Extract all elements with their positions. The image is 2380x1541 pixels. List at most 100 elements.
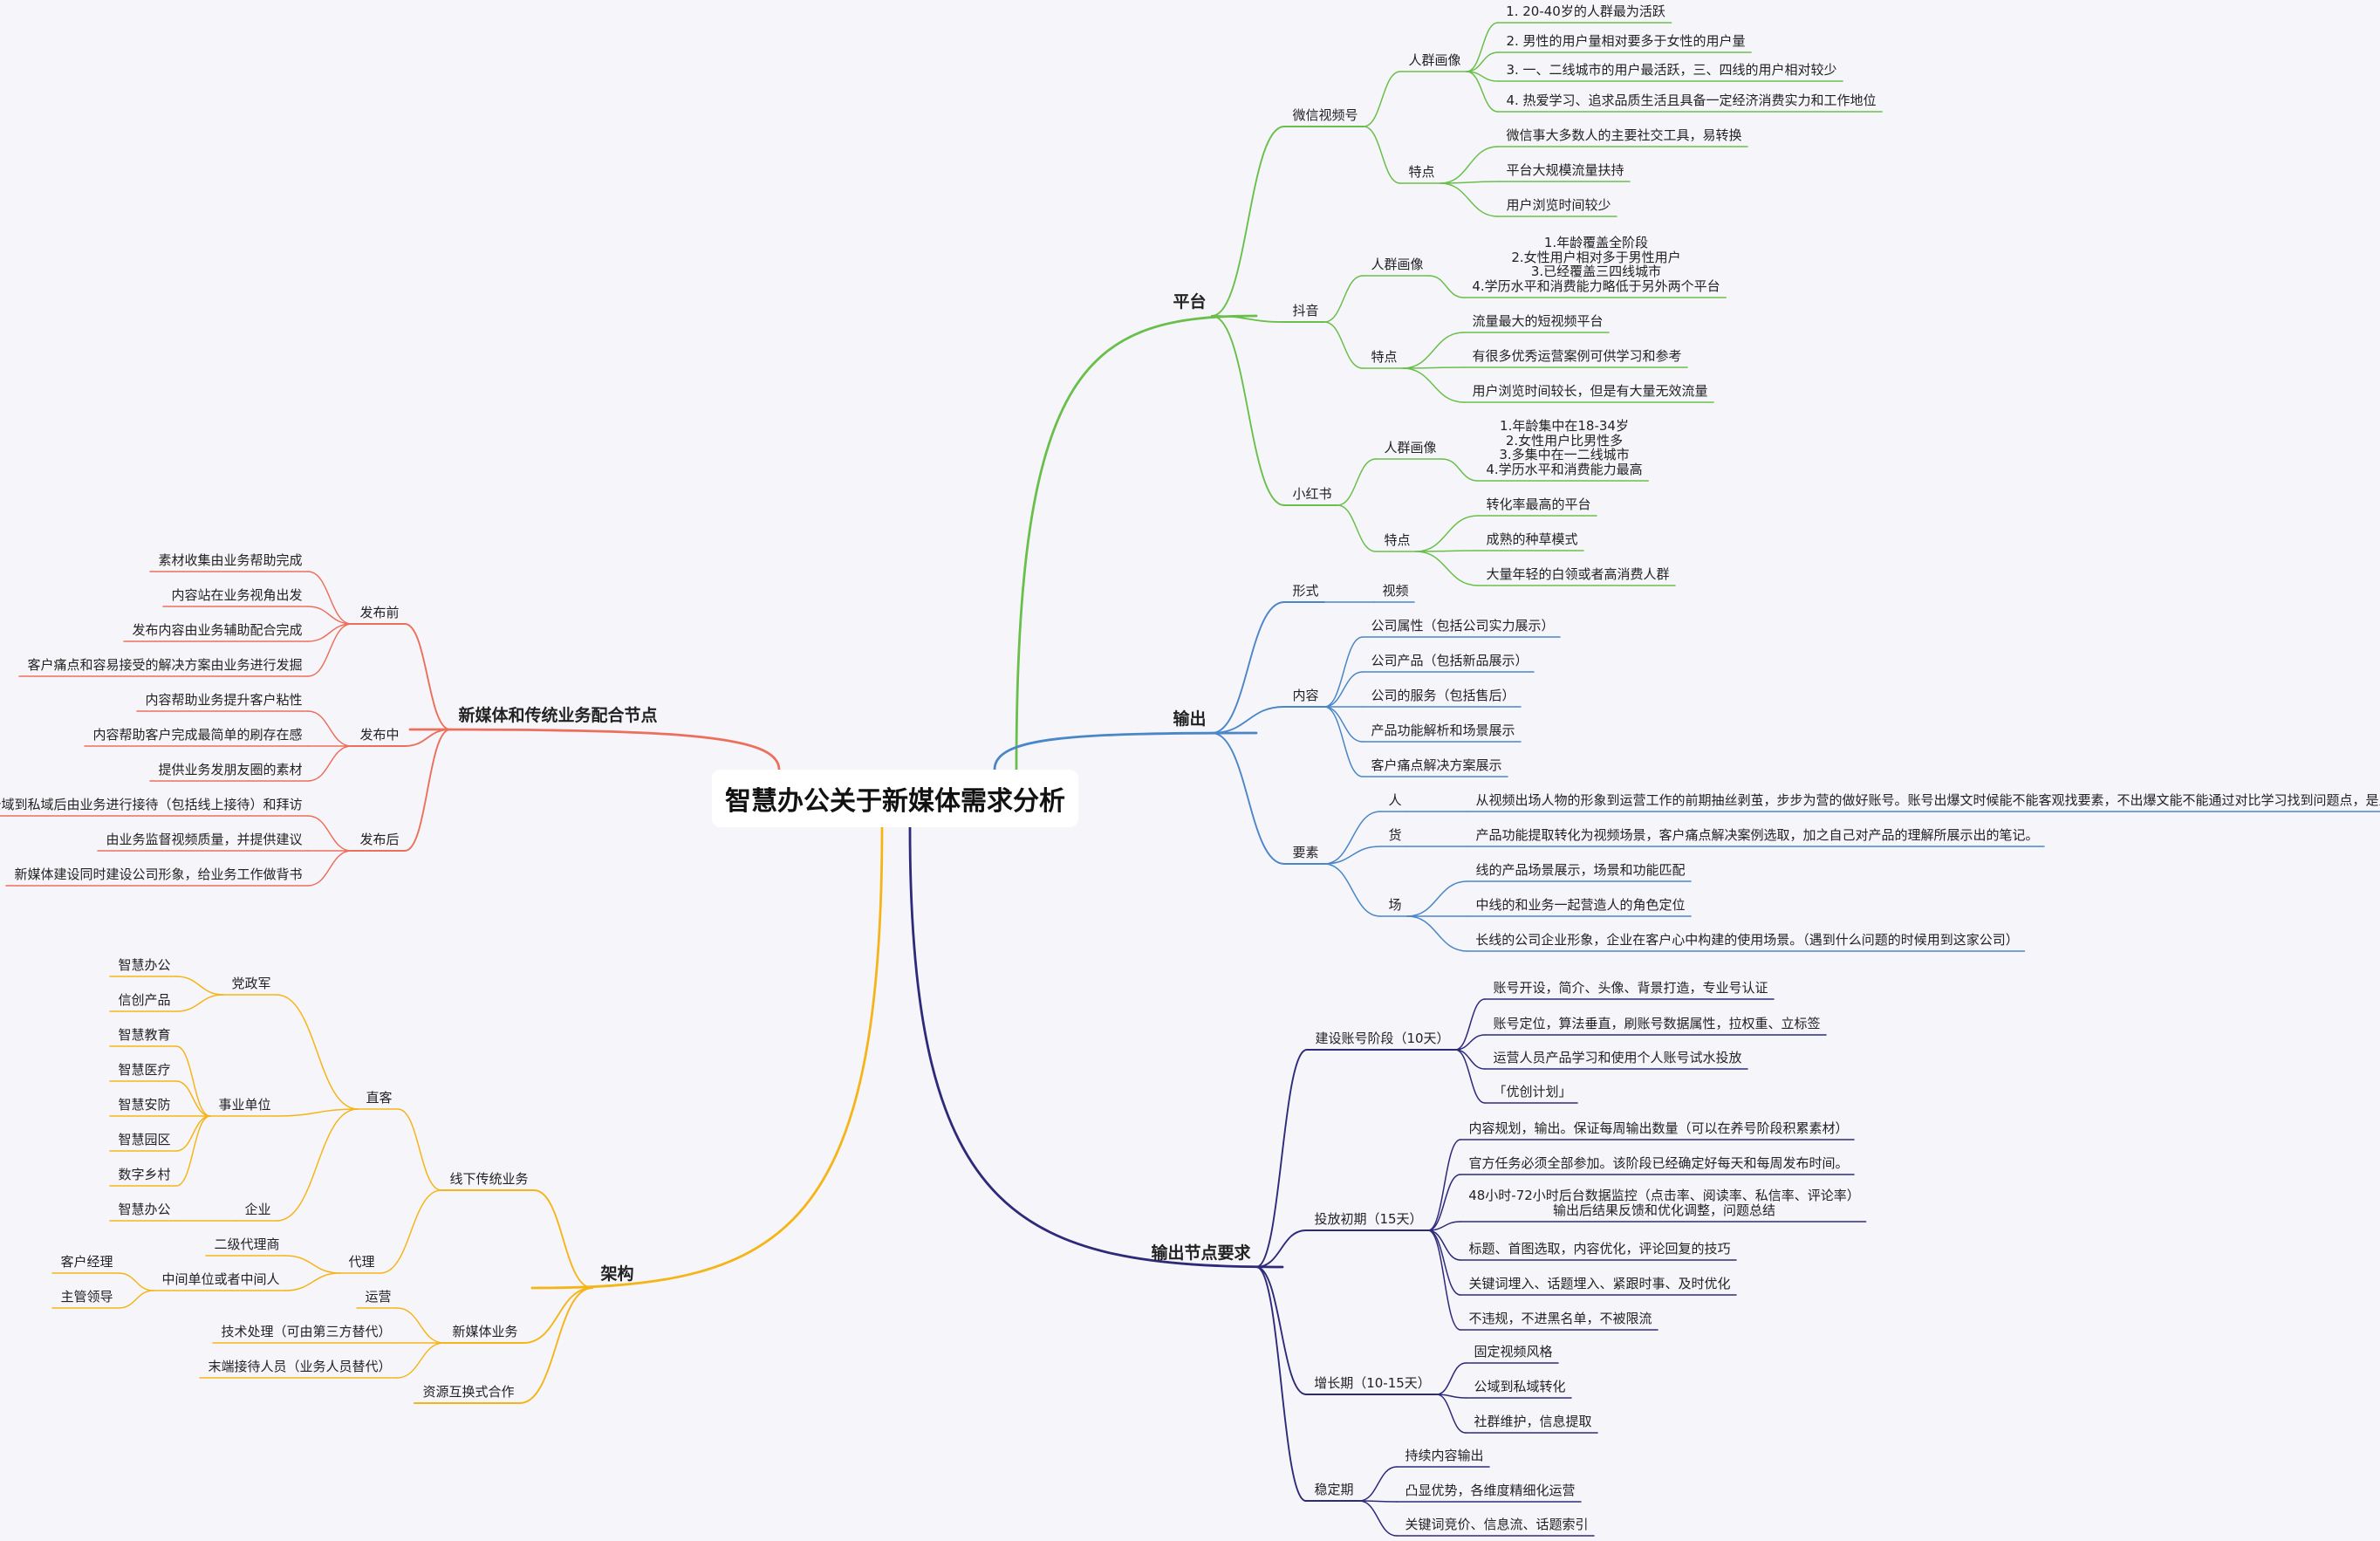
- mindmap-node[interactable]: 智慧办公: [118, 1201, 171, 1217]
- mindmap-node[interactable]: 转化率最高的平台: [1486, 496, 1591, 512]
- mindmap-node[interactable]: 账号开设，简介、头像、背景打造，专业号认证: [1493, 979, 1768, 996]
- mindmap-node[interactable]: 末端接待人员（业务人员替代）: [208, 1358, 392, 1374]
- mindmap-node[interactable]: 客户痛点和容易接受的解决方案由业务进行发掘: [27, 656, 303, 673]
- mindmap-node[interactable]: 人群画像: [1371, 256, 1424, 272]
- mindmap-node[interactable]: 「优创计划」: [1493, 1083, 1572, 1099]
- mindmap-node[interactable]: 特点: [1384, 531, 1411, 548]
- mindmap-node[interactable]: 关键词竞价、信息流、话题索引: [1405, 1516, 1589, 1532]
- mindmap-node[interactable]: 抖音: [1292, 302, 1319, 318]
- mindmap-node[interactable]: 客户痛点解决方案展示: [1371, 757, 1502, 773]
- mindmap-node[interactable]: 平台大规模流量扶持: [1506, 161, 1624, 178]
- mindmap-node[interactable]: 内容站在业务视角出发: [171, 586, 303, 603]
- mindmap-node[interactable]: 3. 一、二线城市的用户最活跃，三、四线的用户相对较少: [1506, 61, 1837, 78]
- mindmap-node[interactable]: 凸显优势，各维度精细化运营: [1405, 1482, 1576, 1498]
- mindmap-node[interactable]: 输出: [1173, 709, 1207, 729]
- mindmap-node[interactable]: 场: [1388, 896, 1402, 913]
- mindmap-node[interactable]: 由业务监督视频质量，并提供建议: [106, 831, 303, 847]
- mindmap-node[interactable]: 线的产品场景展示，场景和功能匹配: [1475, 861, 1686, 878]
- mindmap-node[interactable]: 公域到私域转化: [1474, 1378, 1566, 1394]
- mindmap-node[interactable]: 产品功能提取转化为视频场景，客户痛点解决案例选取，加之自己对产品的理解所展示出的…: [1475, 826, 2039, 843]
- mindmap-node[interactable]: 运营: [365, 1288, 392, 1305]
- mindmap-node[interactable]: 新媒体建设同时建设公司形象，给业务工作做背书: [14, 866, 303, 882]
- mindmap-node[interactable]: 要素: [1292, 844, 1319, 860]
- mindmap-node[interactable]: 有很多优秀运营案例可供学习和参考: [1472, 347, 1682, 364]
- mindmap-node[interactable]: 线下传统业务: [449, 1170, 529, 1187]
- mindmap-node[interactable]: 平台: [1173, 292, 1207, 312]
- mindmap-node[interactable]: 发布内容由业务辅助配合完成: [132, 621, 303, 638]
- mindmap-node[interactable]: 特点: [1371, 348, 1398, 365]
- mindmap-node[interactable]: 投放初期（15天）: [1314, 1210, 1423, 1227]
- mindmap-node[interactable]: 社群维护，信息提取: [1474, 1413, 1592, 1429]
- mindmap-node[interactable]: 人群画像: [1408, 51, 1461, 68]
- mindmap-node[interactable]: 人群画像: [1384, 439, 1437, 455]
- mindmap-node[interactable]: 输出节点要求: [1151, 1243, 1251, 1263]
- mindmap-node[interactable]: 大量年轻的白领或者高消费人群: [1486, 565, 1670, 582]
- mindmap-node[interactable]: 特点: [1408, 163, 1435, 180]
- mindmap-node[interactable]: 新媒体和传统业务配合节点: [458, 706, 658, 725]
- mindmap-node[interactable]: 内容帮助客户完成最简单的刷存在感: [92, 726, 303, 743]
- mindmap-node[interactable]: 内容: [1292, 687, 1319, 703]
- mindmap-node[interactable]: 标题、首图选取，内容优化，评论回复的技巧: [1468, 1240, 1731, 1257]
- mindmap-node[interactable]: 1. 20-40岁的人群最为活跃: [1506, 3, 1665, 19]
- mindmap-node[interactable]: 智慧安防: [118, 1096, 171, 1113]
- mindmap-node[interactable]: 公司的服务（包括售后）: [1371, 687, 1515, 703]
- mindmap-node[interactable]: 发布中: [359, 726, 400, 743]
- mindmap-node[interactable]: 建设账号阶段（10天）: [1315, 1030, 1450, 1046]
- mindmap-node[interactable]: 提供业务发朋友圈的素材: [158, 761, 303, 777]
- mindmap-node[interactable]: 中间单位或者中间人: [161, 1270, 280, 1287]
- mindmap-node[interactable]: 小红书: [1292, 485, 1332, 502]
- mindmap-node[interactable]: 信创产品: [118, 991, 171, 1008]
- mindmap-node[interactable]: 架构: [600, 1264, 634, 1284]
- mindmap-node[interactable]: 数字乡村: [118, 1166, 171, 1182]
- mindmap-node[interactable]: 党政军: [231, 975, 271, 991]
- mindmap-node[interactable]: 微信视频号: [1292, 106, 1358, 123]
- mindmap-node[interactable]: 二级代理商: [214, 1236, 280, 1252]
- mindmap-node[interactable]: 企业: [244, 1201, 271, 1217]
- mindmap-node[interactable]: 48小时-72小时后台数据监控（点击率、阅读率、私信率、评论率） 输出后结果反馈…: [1468, 1188, 1860, 1218]
- mindmap-node[interactable]: 客户经理: [60, 1253, 113, 1270]
- mindmap-node[interactable]: 长线的公司企业形象，企业在客户心中构建的使用场景。（遇到什么问题的时候用到这家公…: [1475, 931, 2019, 948]
- mindmap-node[interactable]: 1.年龄集中在18-34岁 2.女性用户比男性多 3.多集中在一二线城市 4.学…: [1486, 418, 1643, 477]
- mindmap-node[interactable]: 新媒体业务: [452, 1323, 518, 1339]
- mindmap-node[interactable]: 公司属性（包括公司实力展示）: [1371, 617, 1555, 634]
- mindmap-node[interactable]: 公域到私域后由业务进行接待（包括线上接待）和拜访: [0, 796, 303, 812]
- mindmap-node[interactable]: 增长期（10-15天）: [1314, 1374, 1431, 1391]
- mindmap-node[interactable]: 中线的和业务一起营造人的角色定位: [1475, 896, 1686, 913]
- root-node[interactable]: 智慧办公关于新媒体需求分析: [712, 770, 1078, 827]
- mindmap-node[interactable]: 发布后: [359, 831, 400, 847]
- mindmap-node[interactable]: 形式: [1292, 582, 1319, 599]
- mindmap-node[interactable]: 内容规划，输出。保证每周输出数量（可以在养号阶段积累素材）: [1468, 1120, 1849, 1136]
- mindmap-node[interactable]: 智慧医疗: [118, 1061, 171, 1078]
- mindmap-node[interactable]: 从视频出场人物的形象到运营工作的前期抽丝剥茧，步步为营的做好账号。账号出爆文时候…: [1475, 791, 2380, 808]
- mindmap-node[interactable]: 成熟的种草模式: [1486, 531, 1578, 547]
- mindmap-node[interactable]: 智慧园区: [118, 1131, 171, 1147]
- mindmap-node[interactable]: 人: [1388, 791, 1402, 808]
- mindmap-node[interactable]: 技术处理（可由第三方替代）: [221, 1323, 392, 1339]
- mindmap-node[interactable]: 直客: [366, 1089, 393, 1106]
- mindmap-node[interactable]: 4. 热爱学习、追求品质生活且具备一定经济消费实力和工作地位: [1506, 92, 1877, 108]
- mindmap-node[interactable]: 1.年龄覆盖全阶段 2.女性用户相对多于男性用户 3.已经覆盖三四线城市 4.学…: [1472, 235, 1720, 294]
- mindmap-node[interactable]: 流量最大的短视频平台: [1472, 312, 1604, 329]
- mindmap-node[interactable]: 事业单位: [218, 1096, 271, 1113]
- mindmap-node[interactable]: 产品功能解析和场景展示: [1371, 722, 1515, 738]
- mindmap-node[interactable]: 代理: [348, 1253, 375, 1270]
- mindmap-node[interactable]: 货: [1388, 826, 1402, 843]
- mindmap-node[interactable]: 素材收集由业务帮助完成: [158, 551, 303, 568]
- mindmap-node[interactable]: 主管领导: [60, 1288, 113, 1305]
- mindmap-node[interactable]: 不违规，不进黑名单，不被限流: [1468, 1310, 1652, 1326]
- mindmap-node[interactable]: 固定视频风格: [1474, 1343, 1553, 1360]
- mindmap-node[interactable]: 用户浏览时间较长，但是有大量无效流量: [1472, 382, 1708, 399]
- mindmap-node[interactable]: 内容帮助业务提升客户粘性: [145, 691, 303, 708]
- mindmap-node[interactable]: 用户浏览时间较少: [1506, 196, 1611, 213]
- mindmap-node[interactable]: 智慧教育: [118, 1026, 171, 1043]
- mindmap-node[interactable]: 公司产品（包括新品展示）: [1371, 652, 1529, 668]
- mindmap-node[interactable]: 视频: [1382, 582, 1409, 599]
- mindmap-node[interactable]: 持续内容输出: [1405, 1447, 1484, 1463]
- mindmap-node[interactable]: 2. 男性的用户量相对要多于女性的用户量: [1506, 32, 1746, 49]
- mindmap-node[interactable]: 智慧办公: [118, 956, 171, 973]
- mindmap-node[interactable]: 官方任务必须全部参加。该阶段已经确定好每天和每周发布时间。: [1468, 1154, 1849, 1171]
- mindmap-node[interactable]: 微信事大多数人的主要社交工具，易转换: [1506, 127, 1742, 143]
- mindmap-node[interactable]: 稳定期: [1314, 1481, 1354, 1497]
- mindmap-node[interactable]: 运营人员产品学习和使用个人账号试水投放: [1493, 1049, 1742, 1065]
- mindmap-node[interactable]: 关键词埋入、话题埋入、紧跟时事、及时优化: [1468, 1275, 1731, 1291]
